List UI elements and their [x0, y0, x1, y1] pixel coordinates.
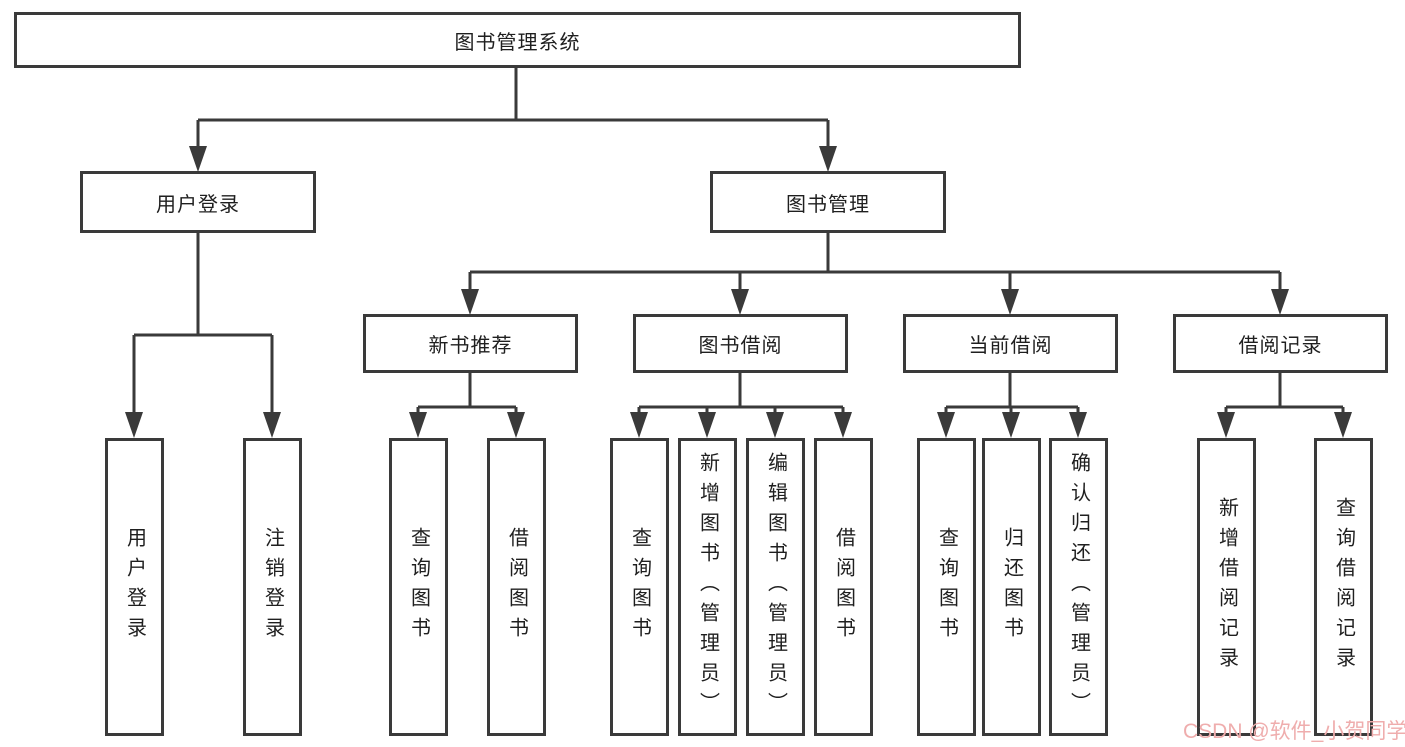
node-br-add-record: 新增借阅记录	[1197, 438, 1256, 736]
connector-new-book-rec-children	[416, 373, 518, 416]
arrowhead-book-borrow	[731, 289, 749, 315]
node-user-login-leaf: 用户登录	[105, 438, 164, 736]
node-root: 图书管理系统	[14, 12, 1021, 68]
arrowhead-bb-add-books	[698, 412, 716, 438]
watermark: CSDN @软件_小贺同学	[1183, 720, 1405, 743]
connector-current-borrow-children	[944, 373, 1080, 416]
arrowhead-logout-leaf	[263, 412, 281, 438]
arrowhead-borrow-record	[1271, 289, 1289, 315]
node-bb-edit-books: 编辑图书（管理员）	[746, 438, 805, 736]
node-bb-borrow-books: 借阅图书	[814, 438, 873, 736]
arrowhead-br-add-record	[1217, 412, 1235, 438]
node-br-query-record: 查询借阅记录	[1314, 438, 1373, 736]
node-current-borrow: 当前借阅	[903, 314, 1118, 373]
node-logout-leaf: 注销登录	[243, 438, 302, 736]
node-book-borrow: 图书借阅	[633, 314, 848, 373]
node-book-mgmt: 图书管理	[710, 171, 946, 233]
arrowhead-br-query-record	[1334, 412, 1352, 438]
node-rec-query-books: 查询图书	[389, 438, 448, 736]
arrowhead-current-borrow	[1001, 289, 1019, 315]
arrowhead-bb-query-books	[630, 412, 648, 438]
node-borrow-record: 借阅记录	[1173, 314, 1388, 373]
arrowhead-user-login-leaf	[125, 412, 143, 438]
arrowhead-rec-query-books	[409, 412, 427, 438]
node-cb-return-books: 归还图书	[982, 438, 1041, 736]
connector-book-mgmt-children	[468, 233, 1282, 293]
arrowhead-rec-borrow-books	[507, 412, 525, 438]
arrowhead-cb-query-books	[937, 412, 955, 438]
arrowhead-cb-confirm-return	[1069, 412, 1087, 438]
arrowhead-cb-return-books	[1002, 412, 1020, 438]
node-bb-add-books: 新增图书（管理员）	[678, 438, 737, 736]
arrowhead-new-book-rec	[461, 289, 479, 315]
node-rec-borrow-books: 借阅图书	[487, 438, 546, 736]
connector-borrow-record-children	[1224, 373, 1345, 416]
arrowhead-bb-edit-books	[766, 412, 784, 438]
arrowhead-book-mgmt	[819, 146, 837, 172]
connector-user-login-children	[132, 233, 274, 416]
node-bb-query-books: 查询图书	[610, 438, 669, 736]
node-new-book-rec: 新书推荐	[363, 314, 578, 373]
node-cb-confirm-return: 确认归还（管理员）	[1049, 438, 1108, 736]
arrowhead-bb-borrow-books	[834, 412, 852, 438]
connector-root-to-level2	[196, 68, 830, 150]
node-user-login: 用户登录	[80, 171, 316, 233]
arrowhead-user-login	[189, 146, 207, 172]
connector-book-borrow-children	[637, 373, 845, 416]
node-cb-query-books: 查询图书	[917, 438, 976, 736]
